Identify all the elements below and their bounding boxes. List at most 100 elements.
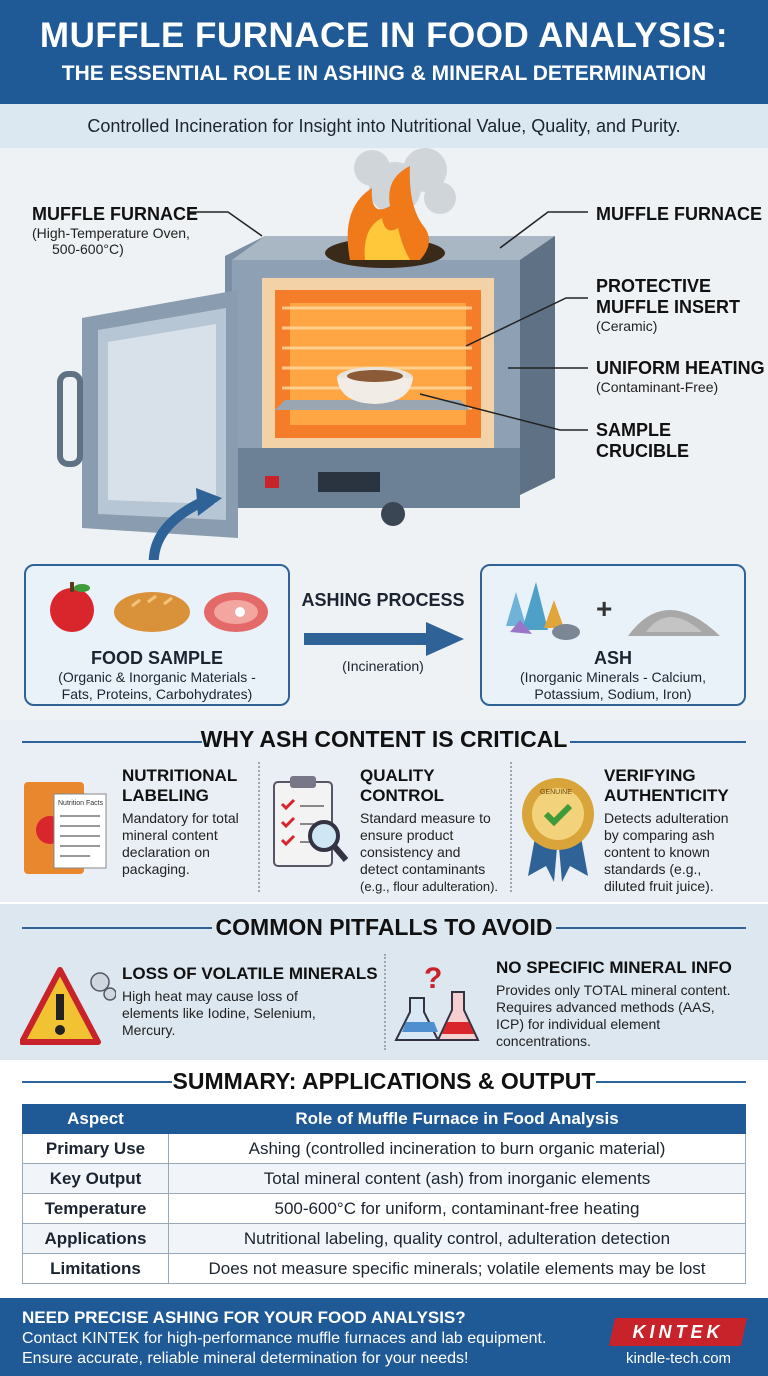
ashing-process-sub: (Incineration) — [342, 658, 424, 674]
nutrition-label-icon: Nutrition Facts — [24, 782, 107, 874]
table-cell: 500-600°C for uniform, contaminant-free … — [168, 1193, 746, 1224]
food-sample-card: FOOD SAMPLE (Organic & Inorganic Materia… — [24, 564, 290, 706]
why-item-line: standards (e.g., — [604, 861, 702, 877]
tagline: Controlled Incineration for Insight into… — [0, 104, 768, 148]
table-cell: Nutritional labeling, quality control, a… — [168, 1223, 746, 1254]
why-title: WHY ASH CONTENT IS CRITICAL — [200, 726, 568, 752]
why-item-line: Mandatory for total — [122, 810, 239, 826]
svg-text:Nutrition Facts: Nutrition Facts — [58, 800, 104, 807]
why-item-quality: QUALITY CONTROL Standard measure to ensu… — [360, 766, 498, 895]
callout-title: MUFFLE FURNACE — [32, 204, 198, 224]
page-title: MUFFLE FURNACE IN FOOD ANALYSIS: — [39, 16, 729, 55]
pitfall-line: Provides only TOTAL mineral content. — [496, 982, 731, 998]
furnace-door — [57, 290, 238, 538]
warning-icon — [20, 967, 116, 1045]
callout-line: (Contaminant-Free) — [596, 379, 719, 395]
food-sample-line: Fats, Proteins, Carbohydrates) — [61, 686, 253, 702]
pitfall-line: concentrations. — [496, 1033, 591, 1049]
ashing-process-label: ASHING PROCESS — [301, 590, 465, 610]
why-item-title: VERIFYING — [604, 766, 696, 785]
kintek-logo[interactable]: KINTEK — [609, 1318, 747, 1346]
crucible-icon — [275, 367, 470, 410]
table-cell: Temperature — [22, 1193, 169, 1224]
why-item-line: Detects adulteration — [604, 810, 729, 826]
heating-chamber — [262, 278, 494, 448]
why-item-line: detect contaminants — [360, 861, 486, 877]
table-row: Temperature 500-600°C for uniform, conta… — [22, 1193, 746, 1224]
pitfall-line: Mercury. — [122, 1022, 176, 1038]
pitfall-line: High heat may cause loss of — [122, 988, 298, 1004]
flask-question-icon: ? — [394, 962, 480, 1041]
why-item-title: AUTHENTICITY — [604, 786, 729, 805]
callout-protective-insert: PROTECTIVE MUFFLE INSERT (Ceramic) — [596, 276, 740, 334]
food-sample-title: FOOD SAMPLE — [90, 648, 223, 668]
steak-icon — [204, 592, 268, 632]
table-header-row: Aspect Role of Muffle Furnace in Food An… — [22, 1104, 746, 1134]
table-header-cell: Role of Muffle Furnace in Food Analysis — [168, 1104, 746, 1134]
pitfall-title: LOSS OF VOLATILE MINERALS — [122, 964, 378, 983]
furnace-diagram: MUFFLE FURNACE (High-Temperature Oven, 5… — [0, 148, 768, 568]
pitfalls-title: COMMON PITFALLS TO AVOID — [215, 914, 553, 940]
flame-icon — [347, 166, 429, 260]
left-callout: MUFFLE FURNACE (High-Temperature Oven, 5… — [32, 204, 198, 257]
food-sample-line: (Organic & Inorganic Materials - — [58, 669, 256, 685]
why-item-line: content to known — [604, 844, 710, 860]
callout-title: UNIFORM HEATING — [596, 358, 765, 378]
brand-name: KINTEK — [632, 1322, 724, 1342]
why-item-nutritional: NUTRITIONAL LABELING Mandatory for total… — [122, 766, 239, 878]
why-item-title: LABELING — [122, 786, 209, 805]
svg-text:GENUINE: GENUINE — [540, 789, 572, 796]
table-cell: Limitations — [22, 1253, 169, 1284]
why-item-title: CONTROL — [360, 786, 445, 805]
table-row: Key Output Total mineral content (ash) f… — [22, 1163, 746, 1194]
callout-line: (Ceramic) — [596, 318, 658, 334]
callout-sample-crucible: SAMPLE CRUCIBLE — [596, 420, 689, 462]
svg-text:?: ? — [424, 962, 442, 995]
plus-icon: + — [596, 593, 612, 624]
why-item-line: mineral content — [122, 827, 218, 843]
table-cell: Applications — [22, 1223, 169, 1254]
table-cell: Ashing (controlled incineration to burn … — [168, 1133, 746, 1164]
food-icons — [50, 582, 268, 632]
website-link[interactable]: kindle-tech.com — [626, 1350, 732, 1367]
why-item-line: Standard measure to — [360, 810, 491, 826]
why-section: WHY ASH CONTENT IS CRITICAL Nutrition Fa… — [0, 720, 768, 902]
why-item-line: packaging. — [122, 861, 190, 877]
callout-line: 500-600°C) — [52, 241, 124, 257]
callout-uniform-heating: UNIFORM HEATING (Contaminant-Free) — [596, 358, 765, 395]
table-cell: Total mineral content (ash) from inorgan… — [168, 1163, 746, 1194]
pitfall-line: ICP) for individual element — [496, 1016, 661, 1032]
bread-icon — [114, 592, 190, 632]
table-header-cell: Aspect — [22, 1104, 169, 1134]
table-cell: Does not measure specific minerals; vola… — [168, 1253, 746, 1284]
page-subtitle: THE ESSENTIAL ROLE IN ASHING & MINERAL D… — [61, 62, 707, 85]
pitfall-no-specific: NO SPECIFIC MINERAL INFO Provides only T… — [496, 958, 732, 1050]
table-cell: Key Output — [22, 1163, 169, 1194]
ash-line: (Inorganic Minerals - Calcium, — [520, 669, 706, 685]
furnace-illustration — [57, 148, 588, 568]
table-row: Limitations Does not measure specific mi… — [22, 1253, 746, 1284]
pitfall-volatile: LOSS OF VOLATILE MINERALS High heat may … — [122, 964, 378, 1039]
why-item-line: (e.g., flour adulteration). — [360, 879, 499, 894]
ash-title: ASH — [593, 648, 632, 668]
apple-icon — [50, 582, 94, 632]
callout-title: CRUCIBLE — [596, 441, 689, 461]
crystal-icon — [506, 582, 580, 640]
ash-card: + ASH (Inorganic Minerals - Calcium, Pot… — [480, 564, 746, 706]
callout-title: MUFFLE FURNACE — [596, 204, 762, 224]
summary-section: SUMMARY: APPLICATIONS & OUTPUT Aspect Ro… — [0, 1062, 768, 1298]
why-item-line: consistency and — [360, 844, 461, 860]
callout-muffle-furnace: MUFFLE FURNACE — [596, 204, 762, 225]
callout-line: (High-Temperature Oven, — [32, 225, 190, 241]
why-item-title: QUALITY — [360, 766, 435, 785]
summary-title: SUMMARY: APPLICATIONS & OUTPUT — [172, 1068, 596, 1094]
why-item-authenticity: VERIFYING AUTHENTICITY Detects adulterat… — [604, 766, 729, 895]
ash-pile-icon — [628, 610, 720, 636]
table-row: Primary Use Ashing (controlled incinerat… — [22, 1133, 746, 1164]
why-item-line: ensure product — [360, 827, 454, 843]
clipboard-magnifier-icon — [273, 776, 349, 867]
pitfall-title: NO SPECIFIC MINERAL INFO — [496, 958, 732, 977]
callout-title: SAMPLE — [596, 420, 672, 440]
callout-title: PROTECTIVE — [596, 276, 712, 296]
ash-line: Potassium, Sodium, Iron) — [534, 686, 692, 702]
